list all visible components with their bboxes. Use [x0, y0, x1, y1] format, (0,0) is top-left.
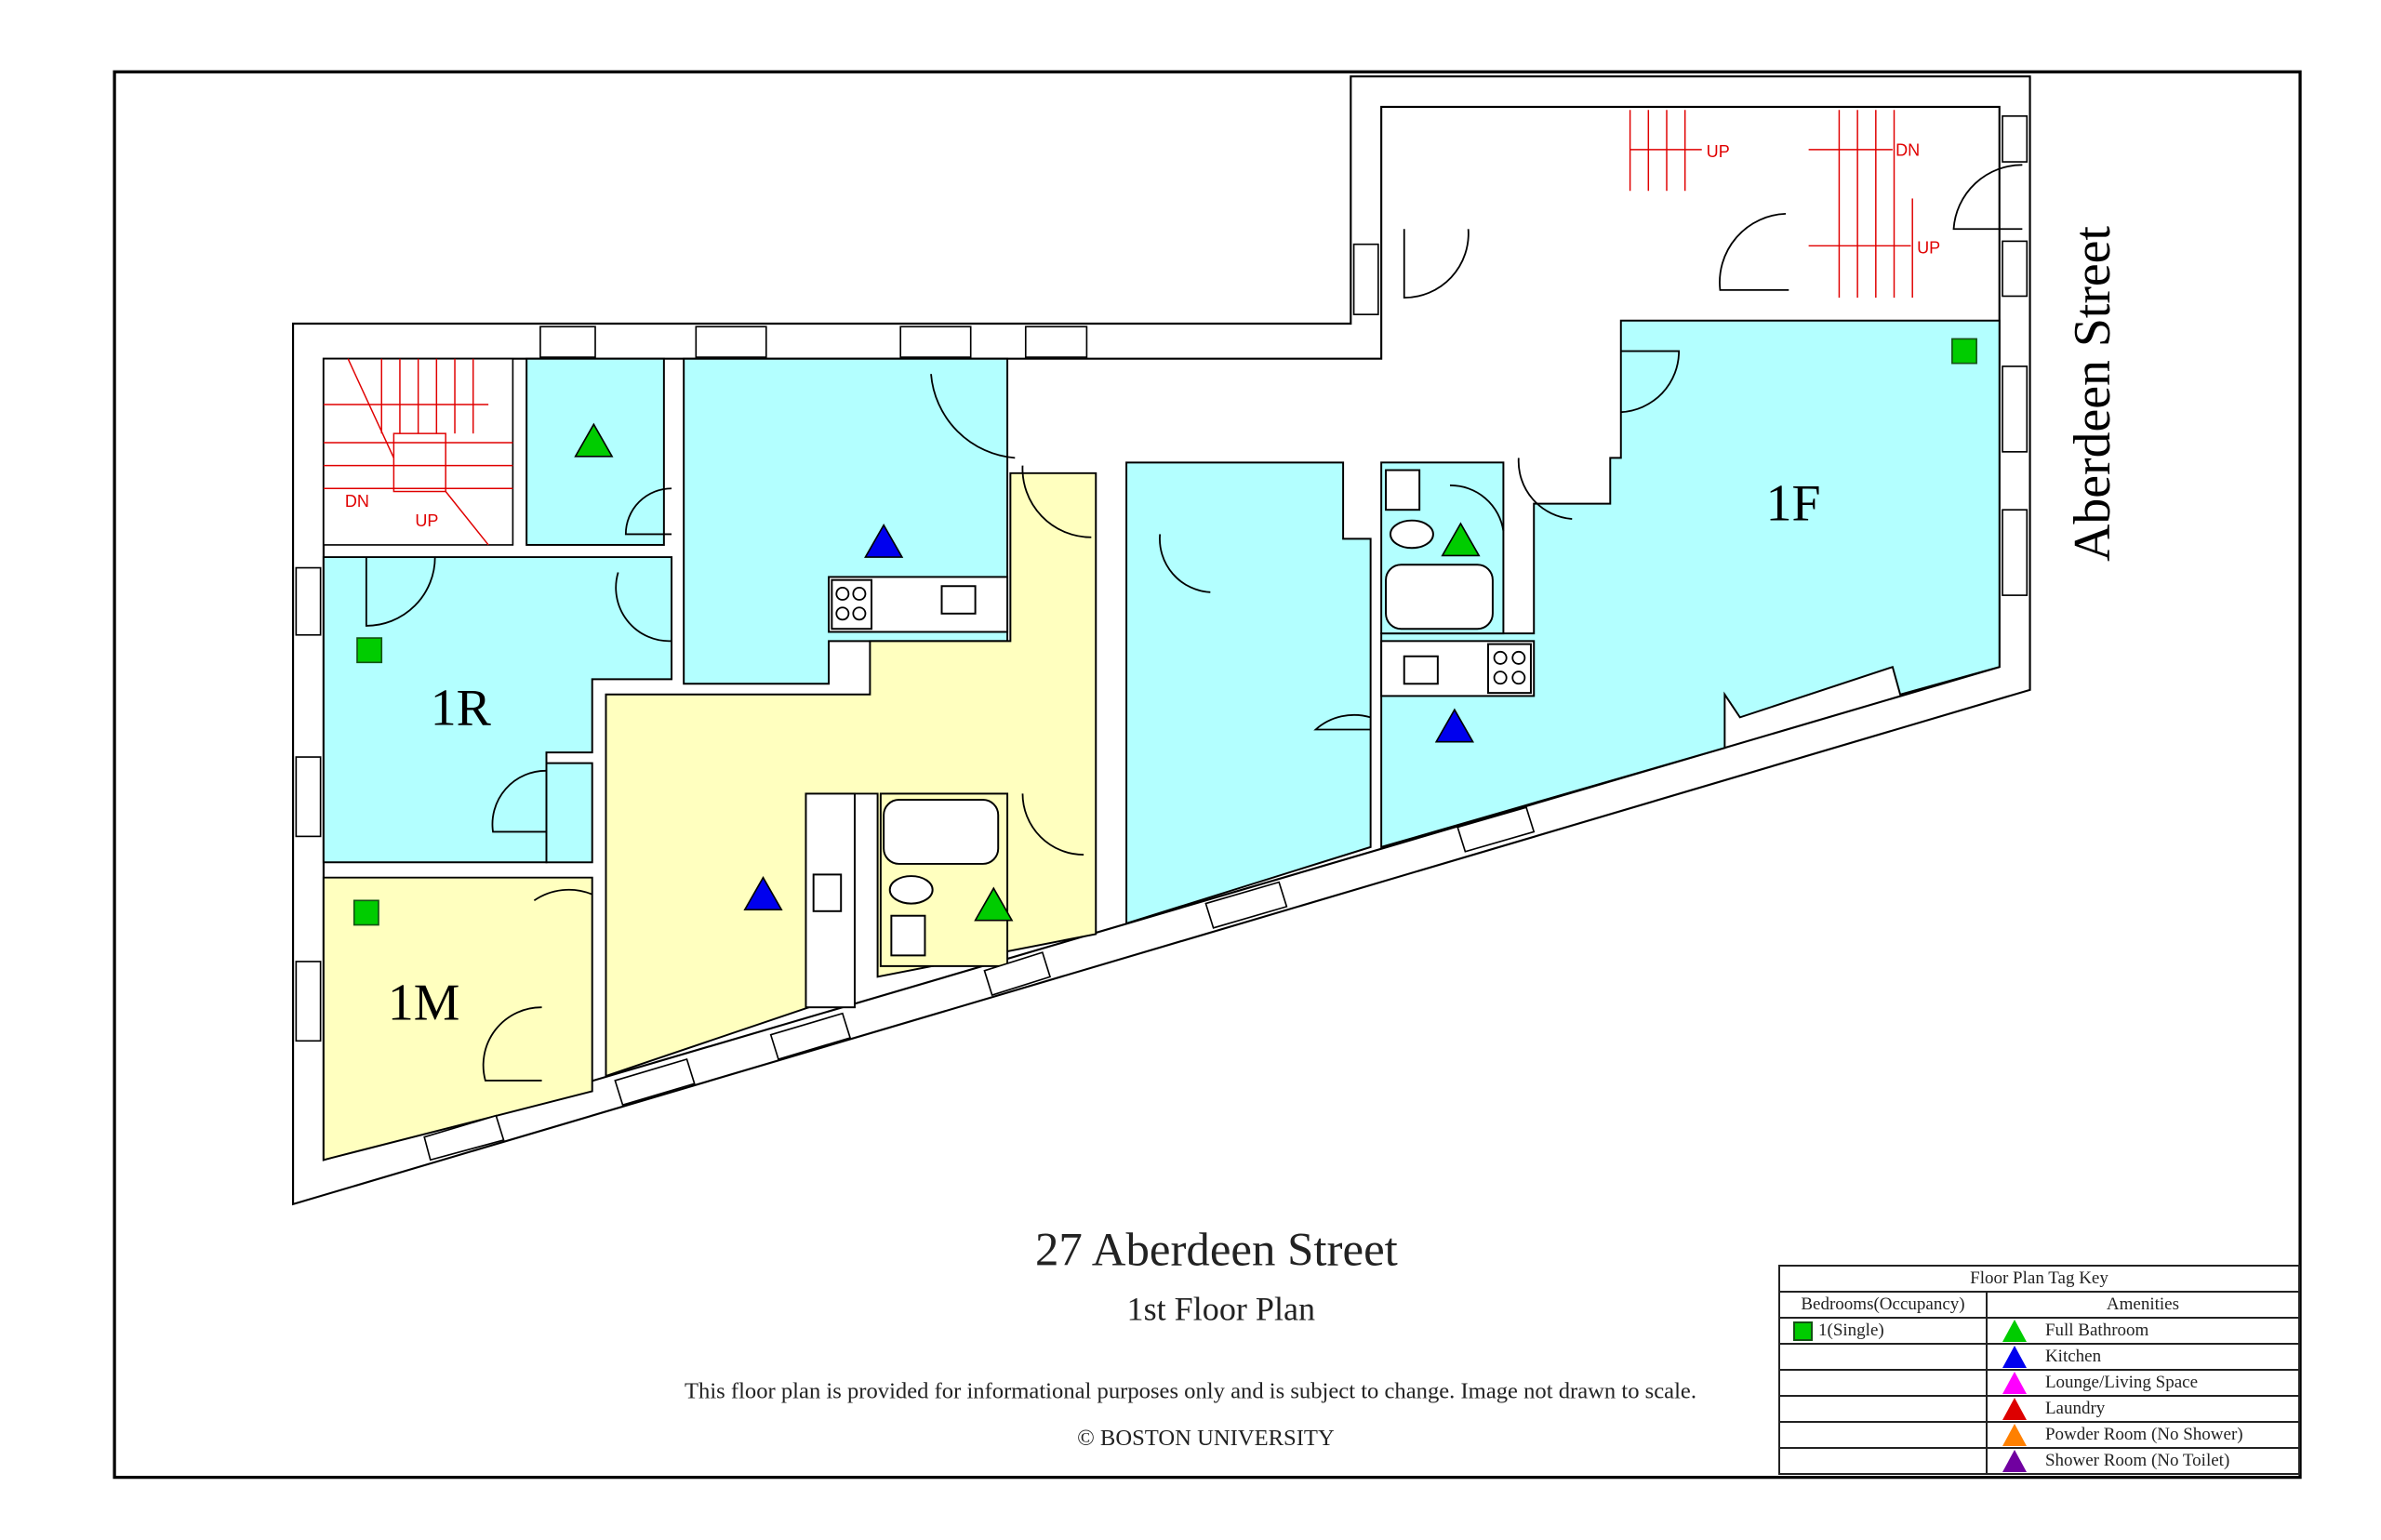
key-empty-cell — [1778, 1369, 1988, 1397]
key-bedroom-single: 1(Single) — [1778, 1317, 1988, 1345]
key-amenity-label: Lounge/Living Space — [2044, 1372, 2199, 1392]
key-amenity-label: Laundry — [2044, 1398, 2106, 1418]
key-amenity: Powder Room (No Shower) — [1985, 1421, 2301, 1449]
red-triangle-icon — [2002, 1398, 2027, 1421]
fixtures — [805, 469, 1536, 1009]
bedroom-tag-1f — [1951, 338, 1977, 365]
stair-up-label: UP — [415, 511, 438, 530]
key-empty-cell — [1778, 1343, 1988, 1371]
key-amenity: Lounge/Living Space — [1985, 1369, 2301, 1397]
stair-up-label-3: UP — [1917, 239, 1940, 258]
key-amenity-label: Kitchen — [2044, 1346, 2102, 1366]
bedroom-square-icon — [1793, 1321, 1813, 1342]
unit-1m-bedroom — [322, 876, 593, 1162]
key-empty-cell — [1778, 1395, 1988, 1423]
key-empty-cell — [1778, 1421, 1988, 1449]
key-amenity: Full Bathroom — [1985, 1317, 2301, 1345]
key-amenity: Laundry — [1985, 1395, 2301, 1423]
unit-1r-kitchen — [683, 357, 1009, 685]
door-swings — [365, 164, 2023, 1082]
key-title: Floor Plan Tag Key — [1778, 1265, 2300, 1293]
plan-subtitle: 1st Floor Plan — [1127, 1291, 1316, 1328]
kitchen-tag — [864, 523, 904, 558]
staircase-east: UP DN UP — [1629, 110, 1940, 299]
green-triangle-icon — [2002, 1320, 2027, 1343]
key-bedrooms-header: Bedrooms(Occupancy) — [1778, 1291, 1988, 1319]
unit-1r-bedroom — [322, 556, 673, 864]
tag-key-table: Floor Plan Tag Key Bedrooms(Occupancy) A… — [1778, 1265, 2301, 1475]
key-amenity-label: Shower Room (No Toilet) — [2044, 1450, 2230, 1470]
unit-label-1m: 1M — [388, 974, 460, 1031]
unit-1r-closet — [545, 762, 593, 864]
key-bedroom-label: 1(Single) — [1818, 1321, 1884, 1340]
unit-label-1r: 1R — [431, 680, 492, 737]
copyright: © BOSTON UNIVERSITY — [1077, 1426, 1335, 1451]
street-label: Aberdeen Street — [2064, 226, 2122, 562]
key-amenity-label: Powder Room (No Shower) — [2044, 1424, 2243, 1444]
amenity-tags — [574, 422, 1481, 922]
key-amenities-header: Amenities — [1985, 1291, 2301, 1319]
orange-triangle-icon — [2002, 1424, 2027, 1447]
unit-label-1f: 1F — [1766, 475, 1821, 533]
full-bathroom-tag — [974, 886, 1014, 922]
full-bathroom-tag — [1441, 522, 1481, 557]
full-bathroom-tag — [574, 422, 614, 458]
key-amenity-label: Full Bathroom — [2044, 1320, 2149, 1340]
key-amenity: Kitchen — [1985, 1343, 2301, 1371]
stair-dn-label-2: DN — [1895, 140, 1920, 159]
stair-dn-label: DN — [345, 492, 369, 511]
building-outline — [292, 75, 2031, 1206]
stair-up-label-2: UP — [1707, 142, 1730, 161]
kitchen-tag — [743, 876, 783, 910]
key-empty-cell — [1778, 1447, 1988, 1475]
bedroom-tags — [352, 338, 1977, 926]
plan-title: 27 Aberdeen Street — [1035, 1225, 1398, 1277]
staircase-west: DN UP — [323, 357, 514, 546]
unit-1f-bedroom-a — [1125, 461, 1372, 925]
disclaimer: This floor plan is provided for informat… — [685, 1378, 1696, 1403]
page-border — [113, 70, 2302, 1480]
bedroom-tag-1m — [352, 899, 379, 926]
windows — [295, 115, 2029, 1162]
key-amenity: Shower Room (No Toilet) — [1985, 1447, 2301, 1475]
blue-triangle-icon — [2002, 1346, 2027, 1369]
purple-triangle-icon — [2002, 1450, 2027, 1473]
kitchen-tag — [1434, 708, 1475, 743]
unit-1f-main — [1380, 319, 2001, 849]
bedroom-tag-1r — [356, 637, 383, 664]
magenta-triangle-icon — [2002, 1372, 2027, 1395]
